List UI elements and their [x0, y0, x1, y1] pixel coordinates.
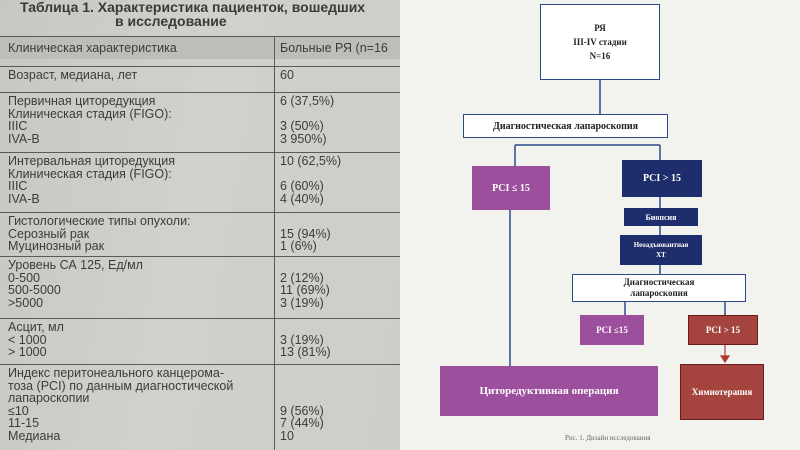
table-title-line1: Таблица 1. Характеристика пациенток, вош… [20, 0, 366, 15]
table-row: Возраст, медиана, лет 60 [0, 66, 400, 91]
row-label: Первичная циторедукция Клиническая стади… [8, 94, 172, 146]
pci-gt-15-box: PCI > 15 [622, 160, 702, 197]
cytoreductive-surgery-box: Циторедуктивная операция [440, 366, 658, 416]
pci-le-15-box: PCI ≤ 15 [472, 166, 550, 210]
biopsy-label: Биопсия [645, 212, 677, 222]
biopsy-box: Биопсия [624, 208, 698, 226]
flowchart-page: РЯ III-IV стадии N=16 Диагностическая ла… [400, 0, 800, 450]
pci-gt-15-label: PCI > 15 [643, 173, 681, 184]
header-patients: Больные РЯ (n=16 [280, 41, 388, 55]
table-row: Индекс перитонеального канцерома- тоза (… [0, 364, 400, 450]
neoadjuvant-label-2: ХТ [656, 251, 666, 259]
row-label: Индекс перитонеального канцерома- тоза (… [8, 366, 234, 443]
pci-le-15-second-box: PCI ≤15 [580, 315, 644, 345]
row-label: Интервальная циторедукция Клиническая ст… [8, 154, 175, 206]
flowchart-connectors [509, 80, 731, 366]
table-row: Асцит, мл < 1000 > 1000 3 (19%) 13 (81%) [0, 318, 400, 363]
header-characteristic: Клиническая характеристика [8, 41, 177, 55]
table-row: Уровень СА 125, Ед/мл 0-500 500-5000 >50… [0, 256, 400, 317]
chemotherapy-box: Химиотерапия [680, 364, 764, 420]
cytoreductive-surgery-label: Циторедуктивная операция [479, 385, 619, 397]
patients-box-line2: III-IV стадии [573, 37, 627, 47]
row-value: 10 (62,5%) 6 (60%) 4 (40%) [280, 154, 342, 206]
table-row: Гистологические типы опухоли: Серозный р… [0, 212, 400, 257]
pci-le-15-second-label: PCI ≤15 [596, 325, 628, 335]
row-value: 15 (94%) 1 (6%) [280, 226, 331, 253]
row-value: 6 (37,5%) 3 (50%) 3 950%) [280, 94, 335, 146]
chemotherapy-label: Химиотерапия [691, 387, 753, 397]
row-label: Возраст, медиана, лет [8, 68, 138, 82]
diagnostic-laparoscopy-label: Диагностическая лапароскопия [492, 120, 639, 132]
row-value: 2 (12%) 11 (69%) 3 (19%) [280, 270, 330, 310]
pci-le-15-label: PCI ≤ 15 [492, 182, 530, 194]
patients-box: РЯ III-IV стадии N=16 [540, 4, 660, 80]
table-page: Таблица 1. Характеристика пациенток, вош… [0, 0, 400, 450]
row-value: 3 (19%) 13 (81%) [280, 332, 331, 359]
row-label: Гистологические типы опухоли: Серозный р… [8, 214, 191, 253]
diagnostic-laparoscopy-2-box: Диагностическая лапароскопия [572, 274, 746, 302]
neoadjuvant-chemo-box: Неоадъювантная ХТ [620, 235, 702, 265]
patients-box-line3: N=16 [589, 51, 611, 61]
table-row: Первичная циторедукция Клиническая стади… [0, 92, 400, 151]
pci-gt-15-second-box: PCI > 15 [688, 315, 758, 345]
patients-box-line1: РЯ [594, 23, 606, 33]
figure-caption: Рис. 1. Дизайн исследования [565, 434, 651, 442]
table-row: Интервальная циторедукция Клиническая ст… [0, 152, 400, 211]
row-label: Уровень СА 125, Ед/мл 0-500 500-5000 >50… [8, 258, 143, 310]
diagnostic-laparoscopy-2-line1: Диагностическая [623, 277, 695, 287]
diagnostic-laparoscopy-box: Диагностическая лапароскопия [463, 114, 668, 138]
row-label: Асцит, мл < 1000 > 1000 [8, 320, 64, 359]
row-value: 9 (56%) 7 (44%) 10 [280, 403, 324, 443]
row-value: 60 [280, 68, 294, 82]
neoadjuvant-label-1: Неоадъювантная [633, 241, 689, 249]
table-title: Таблица 1. Характеристика пациенток, вош… [20, 0, 400, 28]
diagnostic-laparoscopy-2-line2: лапароскопия [630, 288, 688, 298]
pci-gt-15-second-label: PCI > 15 [705, 325, 741, 335]
column-divider [274, 36, 275, 450]
table-title-line2: в исследование [115, 13, 227, 29]
table-header-row: Клиническая характеристика Больные РЯ (n… [0, 36, 400, 59]
